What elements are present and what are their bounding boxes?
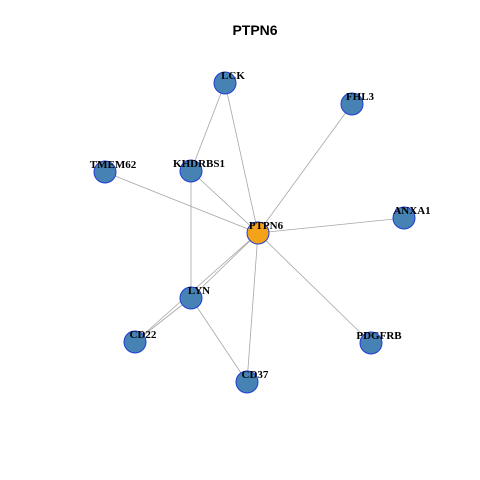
diagram-title: PTPN6 (232, 22, 277, 38)
node-circle[interactable] (179, 286, 203, 310)
edge-ptpn6-lyn (190, 232, 259, 299)
node-circle[interactable] (179, 159, 203, 183)
edge-lyn-cd37 (190, 297, 248, 383)
node-fhl3[interactable]: FHL3 (340, 91, 375, 116)
node-circle[interactable] (93, 160, 117, 184)
node-cd22[interactable]: CD22 (123, 329, 157, 354)
edge-ptpn6-anxa1 (257, 217, 405, 234)
node-circle[interactable] (213, 71, 237, 95)
edge-ptpn6-fhl3 (257, 103, 353, 234)
node-lyn[interactable]: LYN (179, 285, 210, 310)
node-ptpn6[interactable]: PTPN6 (246, 220, 284, 245)
node-tmem62[interactable]: TMEM62 (90, 159, 137, 184)
node-lck[interactable]: LCK (213, 70, 245, 95)
node-label: PDGFRB (356, 330, 402, 342)
edge-ptpn6-lck (224, 82, 259, 234)
node-cd37[interactable]: CD37 (235, 369, 269, 394)
edges-layer (104, 82, 405, 383)
edge-ptpn6-khdrbs1 (190, 170, 259, 234)
edge-ptpn6-tmem62 (104, 171, 259, 234)
node-circle[interactable] (235, 370, 259, 394)
node-label: KHDRBS1 (173, 158, 225, 170)
node-label: LCK (221, 70, 245, 82)
node-label: PTPN6 (249, 220, 284, 232)
edge-lck-khdrbs1 (190, 82, 226, 172)
edge-ptpn6-cd22 (134, 232, 259, 343)
edge-ptpn6-pdgfrb (257, 232, 372, 344)
node-label: CD22 (130, 329, 157, 341)
node-label: CD37 (242, 369, 269, 381)
node-circle[interactable] (340, 92, 364, 116)
node-anxa1[interactable]: ANXA1 (392, 205, 431, 230)
edge-ptpn6-cd37 (246, 232, 259, 383)
node-label: TMEM62 (90, 159, 137, 171)
node-circle[interactable] (392, 206, 416, 230)
node-pdgfrb[interactable]: PDGFRB (356, 330, 402, 355)
edge-lyn-cd22 (134, 297, 192, 343)
node-khdrbs1[interactable]: KHDRBS1 (173, 158, 225, 183)
node-label: FHL3 (346, 91, 375, 103)
node-label: LYN (188, 285, 210, 297)
node-circle[interactable] (359, 331, 383, 355)
node-label: ANXA1 (393, 205, 430, 217)
node-circle[interactable] (246, 221, 270, 245)
node-circle[interactable] (123, 330, 147, 354)
